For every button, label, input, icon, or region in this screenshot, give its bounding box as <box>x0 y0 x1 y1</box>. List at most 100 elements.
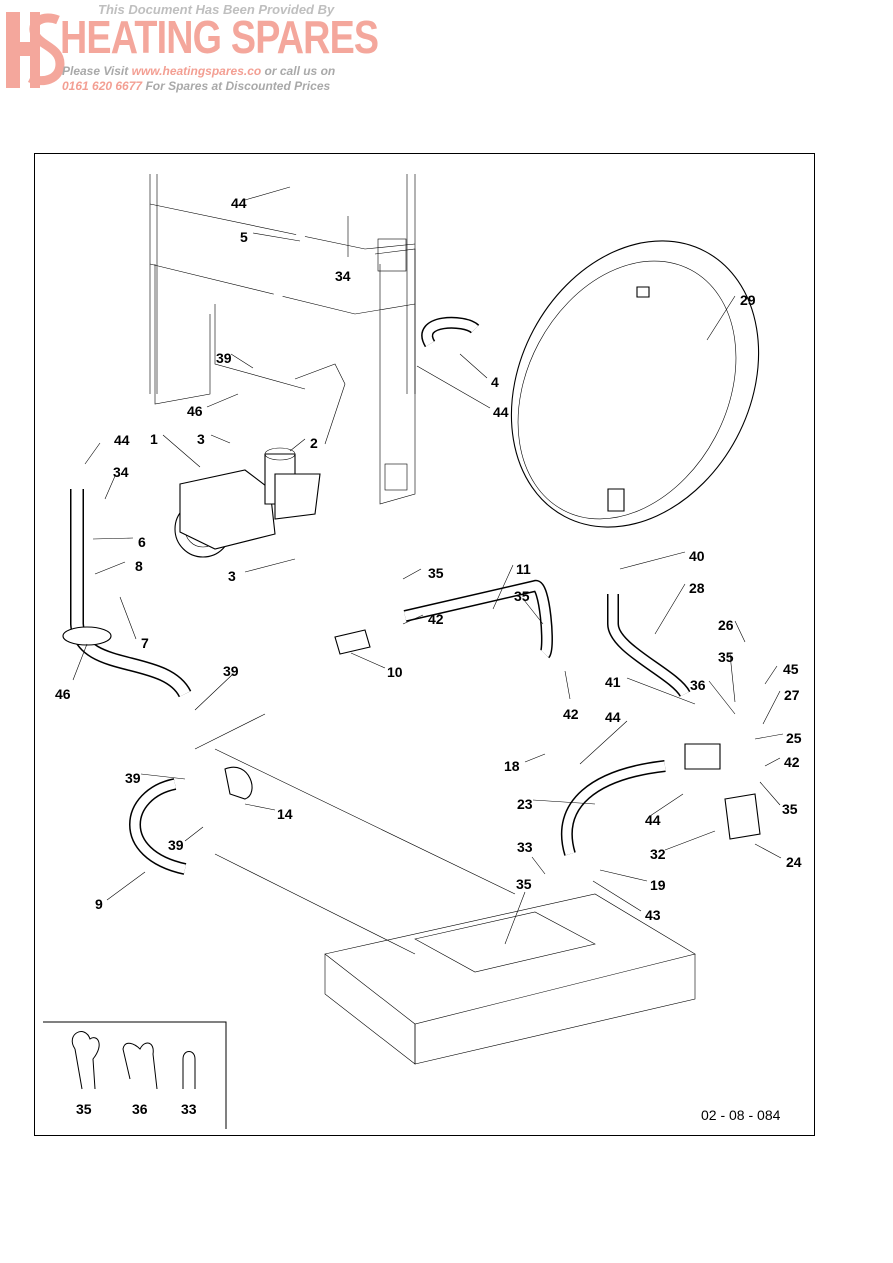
part-label-p35a: 35 <box>428 565 444 581</box>
leader-line <box>734 620 746 643</box>
legend-label-33: 33 <box>181 1101 197 1117</box>
leader-line <box>350 652 386 669</box>
leader-line <box>206 393 239 408</box>
leader-line <box>72 643 88 681</box>
leader-line <box>416 365 491 409</box>
part-label-p2: 2 <box>310 435 318 451</box>
part-label-p34a: 34 <box>335 268 351 284</box>
leader-line <box>531 856 546 875</box>
leader-line <box>579 720 628 765</box>
part-label-p1: 1 <box>150 431 158 447</box>
banner-brand: HEATING SPARES <box>60 11 379 63</box>
part-label-p29: 29 <box>740 292 756 308</box>
leader-line <box>244 558 296 573</box>
part-label-p46a: 46 <box>187 403 203 419</box>
banner-provided-by: This Document Has Been Provided By <box>98 2 335 17</box>
leader-line <box>459 353 488 379</box>
base-plate <box>194 713 696 1065</box>
leader-line <box>289 438 306 452</box>
banner-visit-line: Please Visit www.heatingspares.co or cal… <box>62 64 335 78</box>
leader-line <box>230 353 254 369</box>
leader-line <box>619 551 686 570</box>
part-label-p6: 6 <box>138 534 146 550</box>
banner-phone: 0161 620 6677 <box>62 79 143 93</box>
drawing-reference: 02 - 08 - 084 <box>701 1107 781 1123</box>
leader-line <box>84 442 101 465</box>
part-label-p41: 41 <box>605 674 621 690</box>
leader-line <box>402 568 422 580</box>
part-label-p42a: 42 <box>428 611 444 627</box>
leader-line <box>106 871 146 901</box>
leader-line <box>524 753 546 763</box>
boiler-chassis <box>149 174 416 505</box>
banner-visit-prefix: Please Visit <box>62 64 129 78</box>
spring-clip-33-icon <box>182 1051 196 1089</box>
part-label-p11: 11 <box>516 561 531 577</box>
part-label-p3b: 3 <box>228 568 236 584</box>
part-label-p28: 28 <box>689 580 705 596</box>
leader-line <box>504 891 526 945</box>
spring-clip-36-icon <box>122 1042 158 1090</box>
leader-line <box>140 773 186 780</box>
part-label-p27: 27 <box>784 687 800 703</box>
leader-line <box>754 843 782 859</box>
heating-spares-banner: This Document Has Been Provided By HEATI… <box>0 0 379 100</box>
part-label-p34b: 34 <box>113 464 129 480</box>
part-label-p19: 19 <box>650 877 666 893</box>
part-label-p9: 9 <box>95 896 103 912</box>
leader-line <box>654 583 686 635</box>
part-label-p33a: 33 <box>517 839 533 855</box>
leader-line <box>599 869 648 882</box>
leader-line <box>210 434 231 444</box>
legend-label-35: 35 <box>76 1101 92 1117</box>
part-label-p8: 8 <box>135 558 143 574</box>
part-label-p14: 14 <box>277 806 293 822</box>
leader-line <box>762 690 781 725</box>
part-label-p44b: 44 <box>493 404 509 420</box>
part-label-p32: 32 <box>650 846 666 862</box>
part-label-p7: 7 <box>141 635 149 651</box>
part-label-p45: 45 <box>783 661 799 677</box>
part-label-p44a: 44 <box>231 195 247 211</box>
leader-line <box>244 186 291 201</box>
legend-label-36: 36 <box>132 1101 148 1117</box>
part-label-p40: 40 <box>689 548 705 564</box>
leader-line <box>759 781 781 806</box>
part-label-p10: 10 <box>387 664 403 680</box>
part-label-p18: 18 <box>504 758 520 774</box>
leader-line <box>532 799 596 805</box>
part-label-p3a: 3 <box>197 431 205 447</box>
part-label-p35e: 35 <box>516 876 532 892</box>
part-label-p42b: 42 <box>563 706 579 722</box>
leader-line <box>162 434 201 468</box>
part-label-p23: 23 <box>517 796 533 812</box>
banner-visit-suffix: or call us on <box>264 64 336 78</box>
part-label-p24: 24 <box>786 854 802 870</box>
part-label-p25: 25 <box>786 730 802 746</box>
leader-line <box>649 793 684 817</box>
part-label-p44e: 44 <box>645 812 661 828</box>
pump-assembly <box>174 447 321 558</box>
leader-line <box>764 665 778 685</box>
banner-website-link[interactable]: www.heatingspares.co <box>131 64 262 78</box>
leader-line <box>592 880 642 912</box>
part-label-p44c: 44 <box>114 432 130 448</box>
leader-line <box>94 561 126 575</box>
part-label-p4: 4 <box>491 374 499 390</box>
leader-line <box>708 680 736 715</box>
part-label-p39d: 39 <box>168 837 184 853</box>
part-label-p43: 43 <box>645 907 661 923</box>
part-label-p35c: 35 <box>718 649 734 665</box>
part-label-p42c: 42 <box>784 754 800 770</box>
leader-line <box>184 826 204 842</box>
part-label-p5: 5 <box>240 229 248 245</box>
legend-box <box>43 1021 227 1129</box>
part-label-p36a: 36 <box>690 677 706 693</box>
part-label-p44d: 44 <box>605 709 621 725</box>
leader-line <box>729 653 736 703</box>
banner-phone-line: 0161 620 6677 For Spares at Discounted P… <box>62 79 330 93</box>
part-label-p39a: 39 <box>216 350 232 366</box>
leader-line <box>119 596 137 640</box>
